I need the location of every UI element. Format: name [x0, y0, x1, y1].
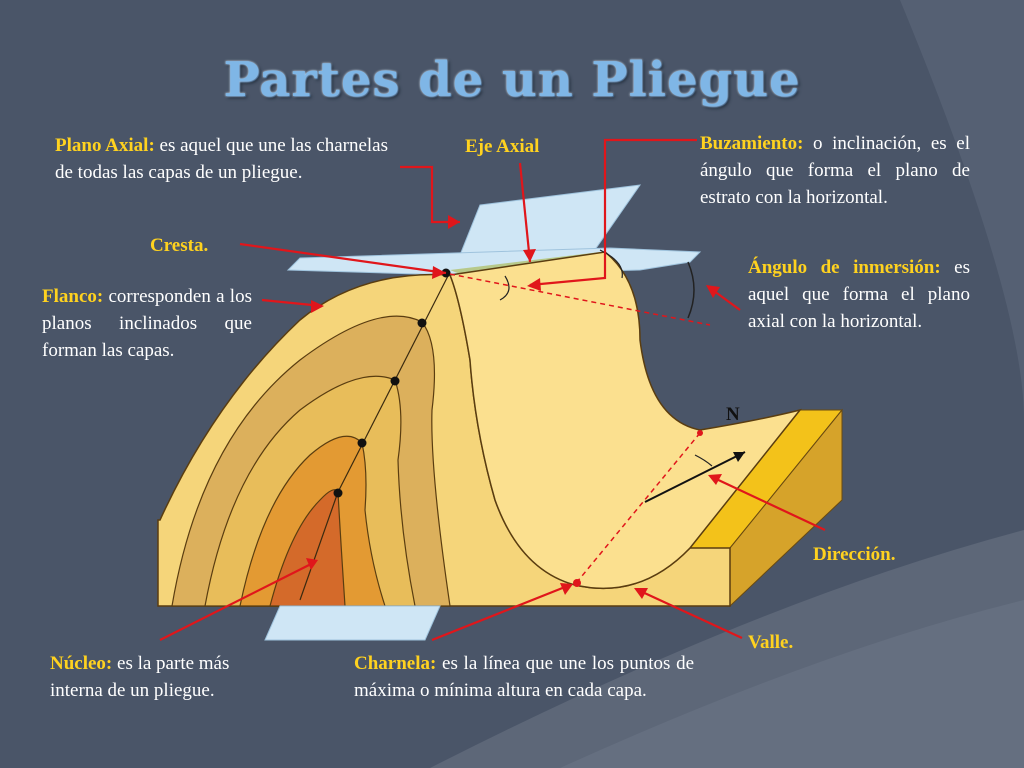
- hinge-point: [333, 488, 343, 498]
- flanco-desc: corresponden a los planos inclinados que…: [42, 286, 252, 361]
- buzamiento-desc: o inclinación, es el ángulo que forma el…: [700, 133, 970, 208]
- buzamiento-text: Buzamiento: o inclinación, es el ángulo …: [700, 130, 970, 211]
- angulo-inmersion-desc: es aquel que forma el plano axial con la…: [748, 257, 971, 332]
- plunge-angle-arc: [499, 275, 510, 301]
- plunge-dashed-line: [449, 273, 711, 326]
- dip-angle-arc: [599, 249, 623, 279]
- charnela-term: Charnela:: [354, 653, 437, 674]
- direccion-label: Dirección.: [813, 544, 896, 565]
- nucleo-desc: es la parte más interna de un pliegue.: [50, 653, 230, 701]
- valley-point-top: [697, 430, 703, 436]
- hinge-point: [390, 376, 400, 386]
- angulo-inmersion-term: Ángulo de inmersión:: [748, 257, 941, 278]
- hinge-point: [417, 318, 427, 328]
- arrow-eje-axial: [518, 162, 532, 263]
- valle-label: Valle.: [748, 632, 794, 653]
- arrow-nucleo: [159, 561, 316, 641]
- arrow-direccion: [711, 476, 826, 531]
- arrow-plano-axial: [400, 165, 460, 224]
- nucleo-text: Núcleo: es la parte más interna de un pl…: [50, 650, 282, 704]
- arrow-buzamiento: [529, 138, 697, 287]
- charnela-text: Charnela: es la línea que une los puntos…: [354, 650, 694, 704]
- north-arrow: [644, 451, 746, 503]
- north-label: N: [726, 404, 740, 425]
- flanco-text: Flanco: corresponden a los planos inclin…: [42, 283, 252, 364]
- plano-axial-desc: es aquel que une las charnelas de todas …: [55, 135, 388, 183]
- cresta-label: Cresta.: [150, 235, 209, 256]
- slide-title: Partes de un Pliegue: [223, 52, 801, 108]
- plano-axial-text: Plano Axial: es aquel que une las charne…: [55, 132, 388, 186]
- arrow-cresta: [239, 242, 447, 275]
- angulo-inmersion-text: Ángulo de inmersión: es aquel que forma …: [748, 254, 970, 335]
- nucleo-term: Núcleo:: [50, 653, 113, 674]
- layer-core: [269, 489, 346, 607]
- valley-point: [573, 579, 581, 587]
- arrow-charnela: [431, 583, 571, 642]
- plunge-angle-arc-right: [687, 261, 695, 319]
- arrow-valle: [637, 589, 743, 639]
- fold-top-surface: [448, 251, 802, 590]
- direction-angle-arc: [694, 454, 713, 467]
- hinge-point: [357, 438, 367, 448]
- red-arrows: [159, 138, 826, 642]
- axial-plane-lower: [264, 605, 441, 641]
- eje-axial-label: Eje Axial: [465, 136, 540, 157]
- charnela-desc: es la línea que une los puntos de máxima…: [354, 653, 694, 701]
- buzamiento-term: Buzamiento:: [700, 133, 804, 154]
- plano-axial-term: Plano Axial:: [55, 135, 155, 156]
- flanco-term: Flanco:: [42, 286, 104, 307]
